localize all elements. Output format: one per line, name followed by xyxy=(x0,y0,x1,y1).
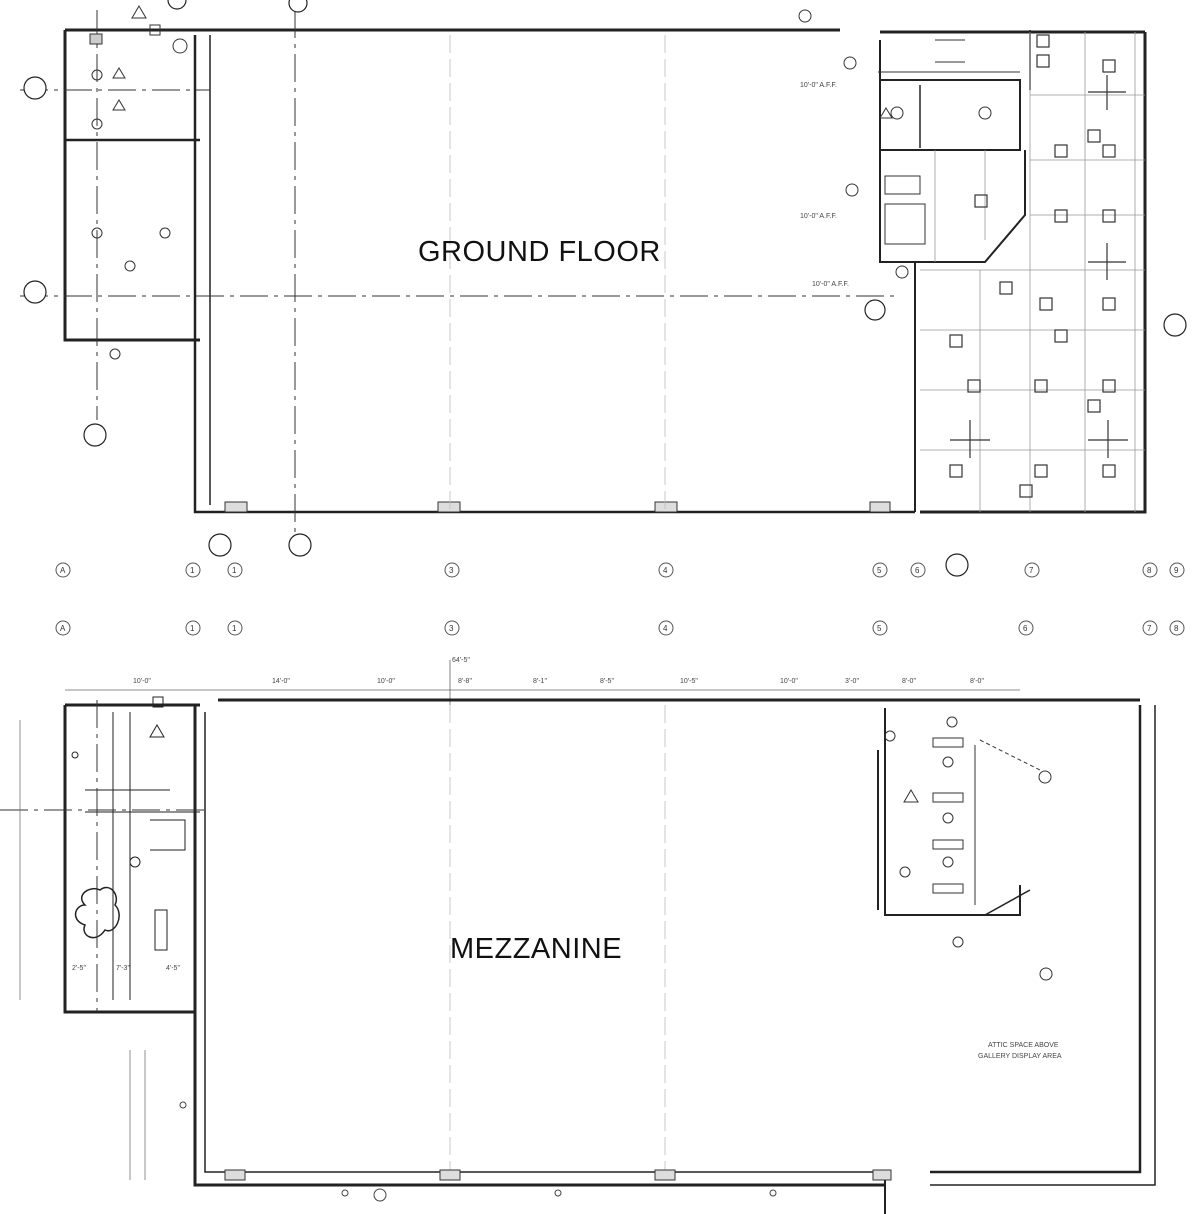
grid-label: 1 xyxy=(232,624,237,633)
grid-label: 3 xyxy=(449,566,454,575)
grid-row-bottom xyxy=(55,620,1185,636)
grid-label: 7 xyxy=(1029,566,1034,575)
ceiling-height-note-3: 10'-0" A.F.F. xyxy=(812,281,849,288)
grid-label: 5 xyxy=(877,566,882,575)
dimension-label: 10'-5" xyxy=(680,678,698,685)
mezzanine-plan xyxy=(0,660,1156,1214)
dimension-label: 8'-0" xyxy=(902,678,916,685)
grid-label: 7 xyxy=(1147,624,1152,633)
grid-label: 5 xyxy=(877,624,882,633)
mezzanine-title: MEZZANINE xyxy=(450,933,622,965)
dimension-label: 8'-5" xyxy=(600,678,614,685)
grid-label: 4 xyxy=(663,566,668,575)
grid-label: 1 xyxy=(190,624,195,633)
ground-floor-plan xyxy=(20,0,1187,577)
ground-floor-title: GROUND FLOOR xyxy=(418,236,661,268)
grid-label: 9 xyxy=(1174,566,1179,575)
dimension-label: 10'-0" xyxy=(377,678,395,685)
ceiling-height-note-1: 10'-0" A.F.F. xyxy=(800,82,837,89)
grid-label: 8 xyxy=(1174,624,1179,633)
dimension-label: 10'-0" xyxy=(780,678,798,685)
attic-note-line-2: GALLERY DISPLAY AREA xyxy=(978,1053,1062,1060)
grid-label: 6 xyxy=(1023,624,1028,633)
grid-label: 1 xyxy=(190,566,195,575)
dimension-label: 7'-3" xyxy=(116,965,130,972)
grid-label: A xyxy=(60,624,66,633)
dimension-label: 8'-0" xyxy=(970,678,984,685)
grid-row-top xyxy=(55,562,1185,578)
grid-label: 4 xyxy=(663,624,668,633)
left-room-dimensions: 2'-5" 7'-3" 4'-5" xyxy=(72,965,180,972)
dimension-label: 3'-0" xyxy=(845,678,859,685)
mezzanine-dimension-string: 10'-0" 14'-0" 10'-0" 8'-8" 8'-1" 8'-5" 1… xyxy=(133,678,984,685)
attic-note-line-1: ATTIC SPACE ABOVE xyxy=(988,1042,1059,1049)
dimension-label: 8'-1" xyxy=(533,678,547,685)
grid-label: 8 xyxy=(1147,566,1152,575)
grid-label: A xyxy=(60,566,66,575)
overall-dimension: 64'-5" xyxy=(452,657,470,664)
dimension-label: 8'-8" xyxy=(458,678,472,685)
ceiling-height-note-2: 10'-0" A.F.F. xyxy=(800,213,837,220)
dimension-label: 14'-0" xyxy=(272,678,290,685)
grid-label: 6 xyxy=(915,566,920,575)
dimension-label: 4'-5" xyxy=(166,965,180,972)
grid-label: 3 xyxy=(449,624,454,633)
dimension-label: 10'-0" xyxy=(133,678,151,685)
dimension-label: 2'-5" xyxy=(72,965,86,972)
grid-label: 1 xyxy=(232,566,237,575)
